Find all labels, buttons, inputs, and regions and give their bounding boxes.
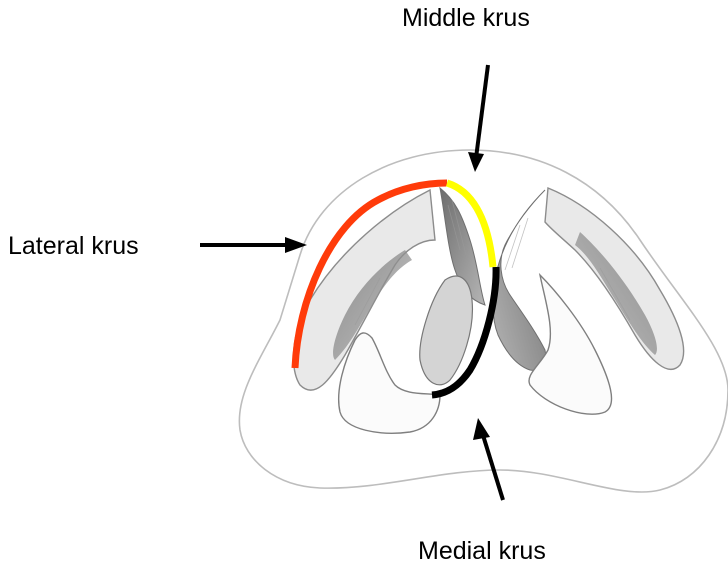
lateral-crus-arrow: [200, 237, 307, 253]
middle-krus-label: Middle krus: [402, 6, 530, 31]
lateral-krus-label: Lateral krus: [8, 234, 139, 259]
medial-krus-label: Medial krus: [418, 539, 546, 564]
